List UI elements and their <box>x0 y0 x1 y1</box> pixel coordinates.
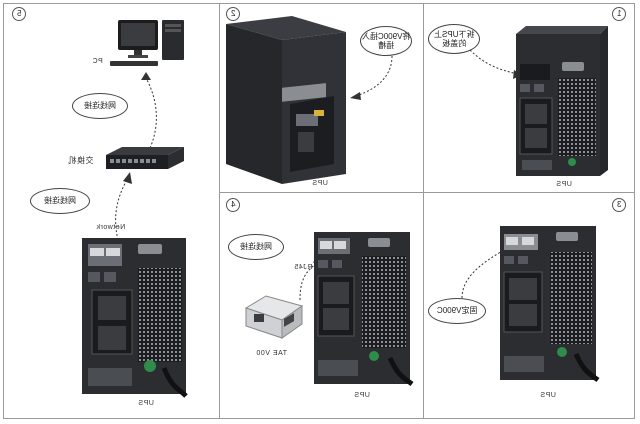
diagram-frame <box>3 3 635 419</box>
divider-right <box>423 3 424 419</box>
bubble-network-cable-4: 网线连接 <box>228 234 284 260</box>
bubble-remove-cover: 拆下UPS上 的盖板 <box>428 24 480 54</box>
network-card-device <box>244 295 304 339</box>
step-number-5: 5 <box>12 7 26 21</box>
bubble-network-cable-mid: 网线连接 <box>30 188 90 214</box>
arrow-switch-to-pc <box>141 72 157 149</box>
bubble-network-cable-top: 网线连接 <box>72 93 128 119</box>
step-number-1: 1 <box>612 7 626 21</box>
divider-middle <box>219 192 635 193</box>
ups-rear-4 <box>314 232 414 387</box>
ups-angled-2 <box>226 16 346 184</box>
bubble-fix-card: 固定V900C <box>428 298 486 324</box>
divider-left <box>219 3 220 419</box>
pc-icon <box>110 20 184 66</box>
ups-rear-3 <box>500 226 600 383</box>
ups-rear-1 <box>516 26 608 176</box>
switch-icon <box>106 147 184 169</box>
arrow-ups-to-switch <box>115 172 132 241</box>
step-number-3: 3 <box>612 198 626 212</box>
ups-caption-3: UPS <box>540 392 556 399</box>
ups-rear-5 <box>82 238 188 398</box>
step-number-2: 2 <box>226 7 240 21</box>
bubble-insert-card: 将V900C插入 插槽 <box>360 26 412 56</box>
step-number-4: 4 <box>226 198 240 212</box>
